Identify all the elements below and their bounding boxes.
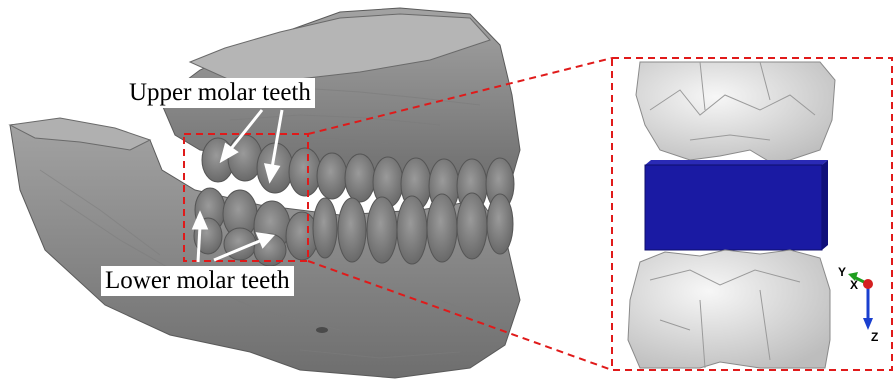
axis-y-label: Y (838, 266, 846, 278)
bite-block (645, 160, 828, 250)
mental-foramen (316, 327, 328, 333)
jaw-model (10, 8, 520, 378)
lower-molar-zoomed (628, 250, 830, 368)
upper-molar-label: Upper molar teeth (125, 78, 315, 108)
upper-molar-zoomed (636, 62, 835, 162)
axis-x-dot (863, 279, 873, 289)
lower-molar-label: Lower molar teeth (101, 266, 294, 296)
axis-z-label: Z (871, 331, 878, 343)
axis-x-label: X (850, 279, 858, 291)
